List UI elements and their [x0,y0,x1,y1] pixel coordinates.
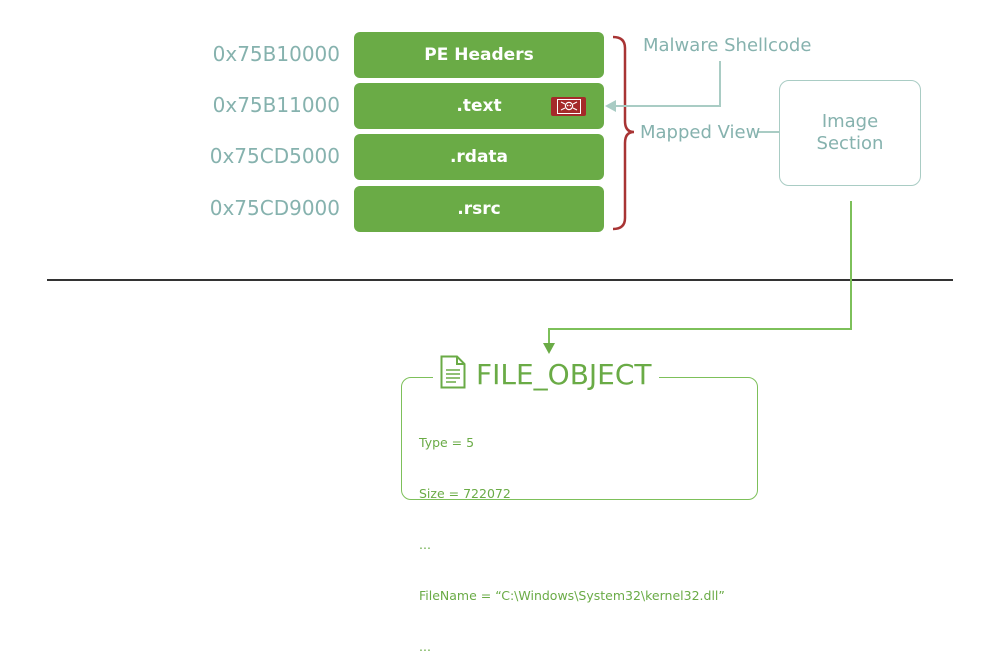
field-ellipsis: ... [419,537,431,552]
file-object-fields: Type = 5 Size = 722072 ... FileName = “C… [419,400,725,672]
section-label: .rdata [449,147,509,167]
address-text: 0x75B11000 [212,93,340,117]
field-size: Size = 722072 [419,486,511,501]
field-type: Type = 5 [419,435,475,450]
address-rdata: 0x75CD5000 [209,144,340,168]
document-icon [440,355,466,393]
section-label: PE Headers [424,45,534,65]
section-label: .rsrc [457,199,501,219]
malware-shellcode-label: Malware Shellcode [643,35,812,56]
field-filename: FileName = “C:\Windows\System32\kernel32… [419,588,725,603]
image-section-label-line2: Section [816,133,884,154]
address-pe-headers: 0x75B10000 [212,42,340,66]
mapped-view-bracket [612,35,635,231]
image-section-label-line1: Image [821,111,879,132]
file-object-arrow-head [543,343,555,354]
file-object-title: FILE_OBJECT [476,357,652,391]
mapped-view-label: Mapped View [640,122,761,143]
image-section-box: Image Section [779,80,921,186]
file-object-header: FILE_OBJECT [433,355,659,393]
shellcode-arrow-head [605,100,616,112]
shellcode-arrow-line [615,61,721,107]
section-label: .text [456,96,502,116]
field-ellipsis: ... [419,639,431,654]
section-rdata: .rdata [354,134,604,180]
section-pe-headers: PE Headers [354,32,604,78]
file-object-connector [548,201,852,345]
address-rsrc: 0x75CD9000 [209,196,340,220]
connector-lines [47,35,953,354]
skull-icon [551,97,586,116]
section-rsrc: .rsrc [354,186,604,232]
